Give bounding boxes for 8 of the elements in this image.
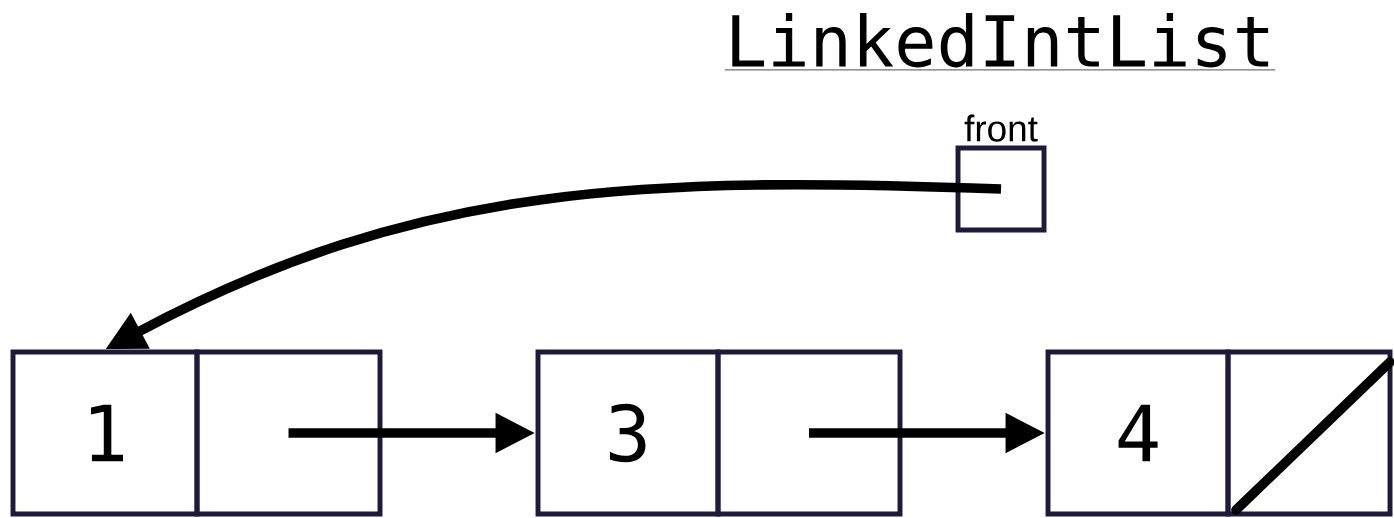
next-cell bbox=[715, 349, 903, 517]
data-cell: 3 bbox=[535, 349, 721, 517]
node-label: front bbox=[964, 114, 1038, 142]
data-cell: 4 bbox=[1045, 349, 1231, 517]
next-cell bbox=[194, 349, 383, 517]
title: LinkedIntList bbox=[724, 13, 1276, 71]
pointer-box: front bbox=[955, 114, 1047, 233]
data-cell: 1 bbox=[10, 349, 200, 517]
